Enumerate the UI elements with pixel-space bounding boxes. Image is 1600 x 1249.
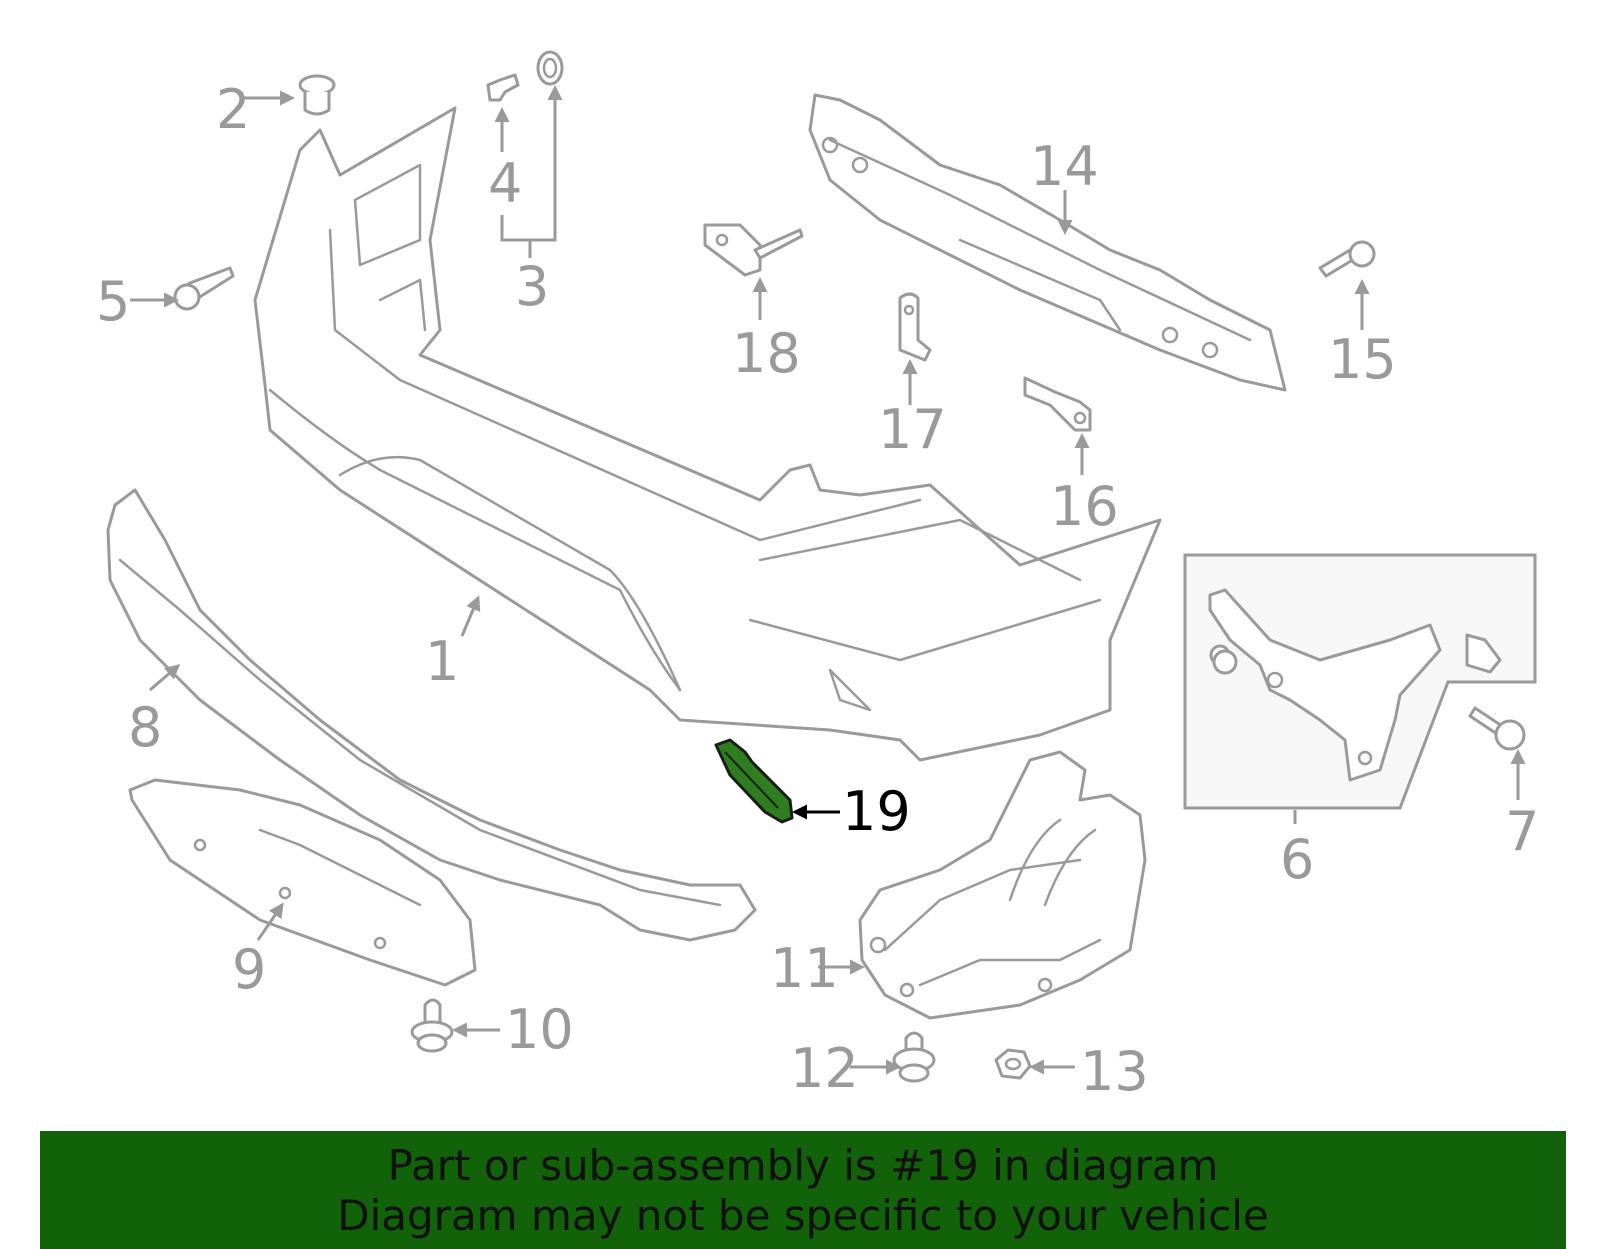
bumper-cover	[253, 106, 1162, 762]
callout-4: 4	[488, 152, 522, 215]
flange-bolt-part	[1318, 240, 1376, 278]
callout-6: 6	[1280, 828, 1314, 891]
callout-1: 1	[425, 630, 459, 693]
push-pin-part	[410, 998, 454, 1053]
callout-7: 7	[1505, 800, 1539, 863]
callout-3: 3	[515, 255, 549, 318]
clip-part-12	[892, 1031, 936, 1083]
under-cover	[128, 778, 477, 987]
callout-11: 11	[770, 937, 839, 1000]
lower-valance	[106, 488, 757, 942]
bolt-and-washer-part	[486, 50, 564, 102]
callout-leaders	[130, 85, 1526, 1075]
callout-2: 2	[216, 78, 250, 141]
splash-shield	[858, 750, 1147, 1020]
callout-9: 9	[232, 938, 266, 1001]
screw-part	[173, 266, 235, 311]
banner-line-part-number: Part or sub-assembly is #19 in diagram	[387, 1141, 1219, 1190]
callout-10: 10	[505, 998, 574, 1061]
callout-18: 18	[732, 322, 801, 385]
small-bracket	[898, 292, 932, 362]
hex-bolt-part	[1468, 706, 1526, 751]
bracket-with-stud	[703, 223, 804, 277]
info-banner: Part or sub-assembly is #19 in diagram D…	[40, 1131, 1566, 1249]
push-clip-part	[298, 74, 336, 116]
callout-labels: 1 2 3 4 5 6 7 8 9 10 11 12 13 14 15 16 1…	[96, 78, 1539, 1103]
callout-5: 5	[96, 270, 130, 333]
banner-line-disclaimer: Diagram may not be specific to your vehi…	[337, 1191, 1269, 1240]
side-bracket-small	[1023, 376, 1092, 432]
callout-13: 13	[1080, 1040, 1149, 1103]
parts-diagram: 1 2 3 4 5 6 7 8 9 10 11 12 13 14 15 16 1…	[96, 50, 1539, 1103]
highlighted-reflector-part[interactable]	[714, 738, 794, 824]
callout-14: 14	[1030, 135, 1099, 198]
nut-part	[994, 1048, 1032, 1080]
callout-8: 8	[128, 696, 162, 759]
callout-17: 17	[878, 398, 947, 461]
energy-absorber	[808, 93, 1287, 392]
callout-16: 16	[1050, 475, 1119, 538]
callout-19-highlighted: 19	[842, 780, 911, 843]
inset-side-bracket	[1183, 553, 1537, 810]
callout-15: 15	[1328, 328, 1397, 391]
callout-12: 12	[790, 1037, 859, 1100]
